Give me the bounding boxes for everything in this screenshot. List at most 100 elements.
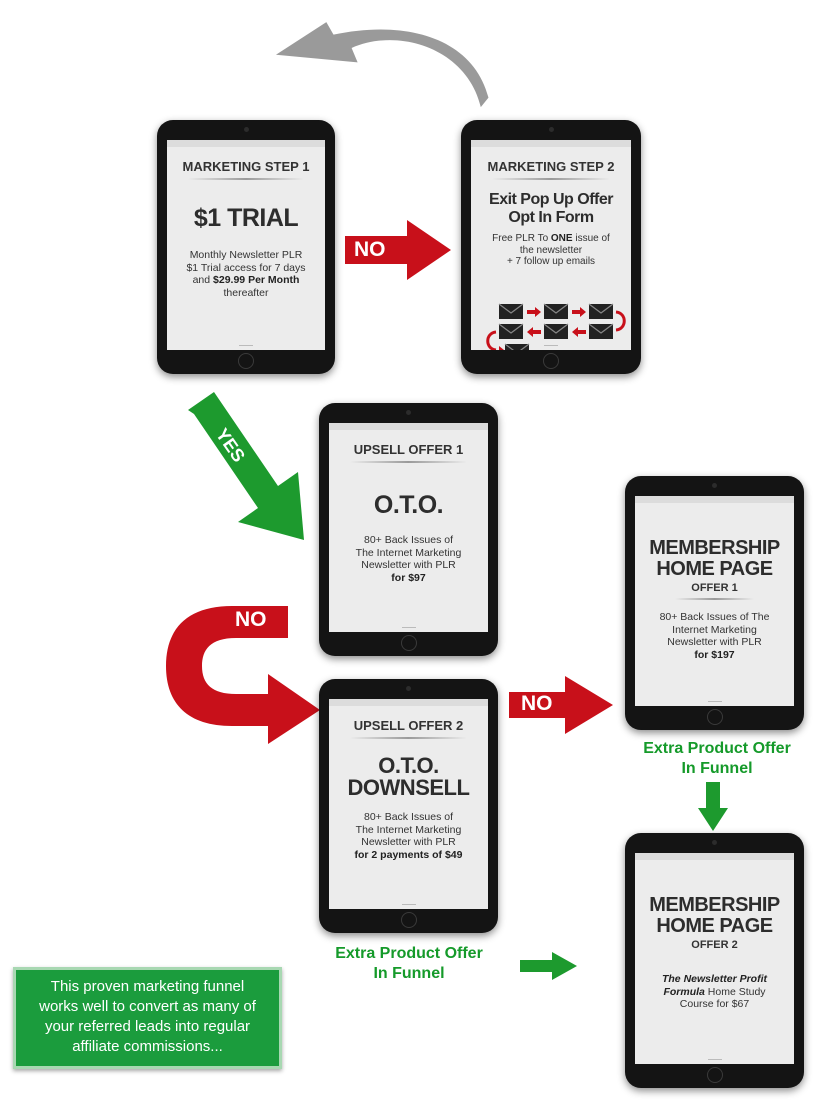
home-indicator — [707, 701, 722, 702]
desc-bold-italic: The Newsletter Profit — [661, 973, 768, 985]
no-arrow-1 — [345, 220, 451, 280]
camera-dot — [712, 483, 717, 488]
offer-subtitle: OFFER 2 — [691, 939, 738, 951]
desc-text: Home Study — [704, 985, 766, 998]
extra-offer-label-1: Extra Product Offer In Funnel — [627, 739, 807, 779]
headline: O.T.O. DOWNSELL — [329, 755, 488, 799]
curved-return-arrow-icon — [615, 310, 626, 332]
left-arrow-icon — [572, 327, 586, 337]
screen: MEMBERSHIP HOME PAGE OFFER 1 80+ Back Is… — [635, 496, 794, 706]
description: The Newsletter Profit Formula Home Study… — [635, 973, 794, 1011]
divider — [349, 737, 468, 739]
desc-line: The Internet Marketing — [355, 546, 462, 559]
label-line: In Funnel — [373, 965, 445, 982]
headline-line: HOME PAGE — [656, 558, 773, 580]
desc-line: Newsletter with PLR — [361, 559, 456, 571]
status-bar — [471, 140, 631, 147]
desc-bold: for $197 — [694, 648, 735, 661]
desc-bold: for 2 payments of $49 — [354, 848, 463, 861]
desc-bold: ONE — [550, 233, 573, 244]
divider — [349, 461, 468, 463]
desc-line: Free PLR To ONE issue of — [471, 233, 631, 245]
no-label-3: NO — [521, 692, 553, 715]
no-u-turn-arrow — [166, 606, 320, 744]
home-indicator — [239, 345, 253, 346]
tablet-upsell-offer-2: UPSELL OFFER 2 O.T.O. DOWNSELL 80+ Back … — [319, 679, 498, 933]
tablet-membership-offer-2: MEMBERSHIP HOME PAGE OFFER 2 The Newslet… — [625, 833, 804, 1088]
divider — [491, 178, 611, 180]
home-button — [400, 635, 417, 651]
right-arrow-icon — [520, 952, 577, 980]
desc-line: thereafter — [223, 286, 269, 299]
desc-line: and $29.99 Per Month — [167, 274, 325, 287]
desc-line: Course for $67 — [679, 998, 750, 1010]
info-line: your referred leads into regular — [44, 1018, 251, 1035]
headline: MEMBERSHIP HOME PAGE — [635, 538, 794, 580]
screen: UPSELL OFFER 2 O.T.O. DOWNSELL 80+ Back … — [329, 699, 488, 909]
desc-bold-italic: Formula — [663, 985, 705, 998]
envelope-icon — [588, 303, 614, 319]
home-button — [543, 353, 559, 369]
extra-offer-label-2: Extra Product Offer In Funnel — [319, 944, 499, 984]
status-bar — [635, 496, 794, 503]
tablet-marketing-step-1: MARKETING STEP 1 $1 TRIAL Monthly Newsle… — [157, 120, 335, 374]
home-indicator — [544, 345, 558, 346]
desc-line: The Newsletter Profit — [635, 973, 794, 986]
desc-bold: for $97 — [391, 571, 426, 584]
status-bar — [635, 853, 794, 860]
no-label-1: NO — [354, 238, 386, 261]
label-line: Extra Product Offer — [643, 740, 791, 757]
camera-dot — [548, 127, 554, 132]
step-title: UPSELL OFFER 1 — [353, 442, 464, 457]
headline: Exit Pop Up Offer Opt In Form — [471, 191, 631, 227]
step-title: MARKETING STEP 1 — [182, 159, 310, 174]
headline: $1 TRIAL — [193, 204, 299, 232]
screen: UPSELL OFFER 1 O.T.O. 80+ Back Issues of… — [329, 423, 488, 632]
home-button — [238, 353, 254, 369]
description: 80+ Back Issues of The Internet Marketin… — [329, 811, 488, 861]
info-line: works well to convert as many of — [39, 998, 256, 1015]
offer-subtitle: OFFER 1 — [691, 582, 738, 594]
headline-line: HOME PAGE — [656, 915, 773, 937]
screen: MARKETING STEP 1 $1 TRIAL Monthly Newsle… — [167, 140, 325, 350]
step-title: UPSELL OFFER 2 — [353, 718, 464, 733]
description: Monthly Newsletter PLR $1 Trial access f… — [167, 249, 325, 299]
desc-line: for $97 — [329, 572, 488, 585]
envelope-icon — [498, 303, 524, 319]
yes-arrow — [188, 392, 304, 540]
desc-line: Newsletter with PLR — [667, 636, 762, 648]
desc-line: + 7 follow up emails — [506, 256, 596, 267]
divider — [187, 178, 305, 180]
camera-dot — [243, 127, 249, 132]
desc-line: the newsletter — [519, 244, 583, 256]
desc-text: and — [192, 274, 214, 286]
step-title: MARKETING STEP 2 — [487, 159, 615, 174]
envelope-icon — [543, 323, 569, 339]
label-line: In Funnel — [681, 760, 753, 777]
left-arrow-icon — [527, 327, 541, 337]
desc-line: Monthly Newsletter PLR — [189, 249, 303, 261]
desc-line: Formula Home Study — [635, 986, 794, 999]
camera-dot — [406, 686, 411, 691]
grey-curved-arrow-icon — [275, 22, 489, 108]
home-indicator — [707, 1059, 722, 1060]
desc-line: 80+ Back Issues of — [363, 534, 453, 546]
info-box: This proven marketing funnel works well … — [13, 967, 282, 1069]
divider — [674, 598, 755, 600]
tablet-marketing-step-2: MARKETING STEP 2 Exit Pop Up Offer Opt I… — [461, 120, 641, 374]
desc-line: Internet Marketing — [672, 623, 757, 636]
desc-line: Newsletter with PLR — [361, 836, 456, 848]
down-arrow-icon — [698, 782, 728, 831]
description: Free PLR To ONE issue of the newsletter … — [471, 233, 631, 268]
headline: MEMBERSHIP HOME PAGE — [635, 895, 794, 937]
home-indicator — [401, 904, 416, 905]
desc-line: 80+ Back Issues of — [363, 811, 453, 823]
description: 80+ Back Issues of The Internet Marketin… — [635, 611, 794, 661]
desc-line: for $197 — [635, 649, 794, 662]
description: 80+ Back Issues of The Internet Marketin… — [329, 534, 488, 584]
email-sequence-diagram — [486, 303, 626, 350]
headline-line: O.T.O. — [378, 753, 439, 778]
status-bar — [167, 140, 325, 147]
headline-line: Opt In Form — [508, 209, 594, 226]
no-label-2: NO — [235, 608, 267, 631]
